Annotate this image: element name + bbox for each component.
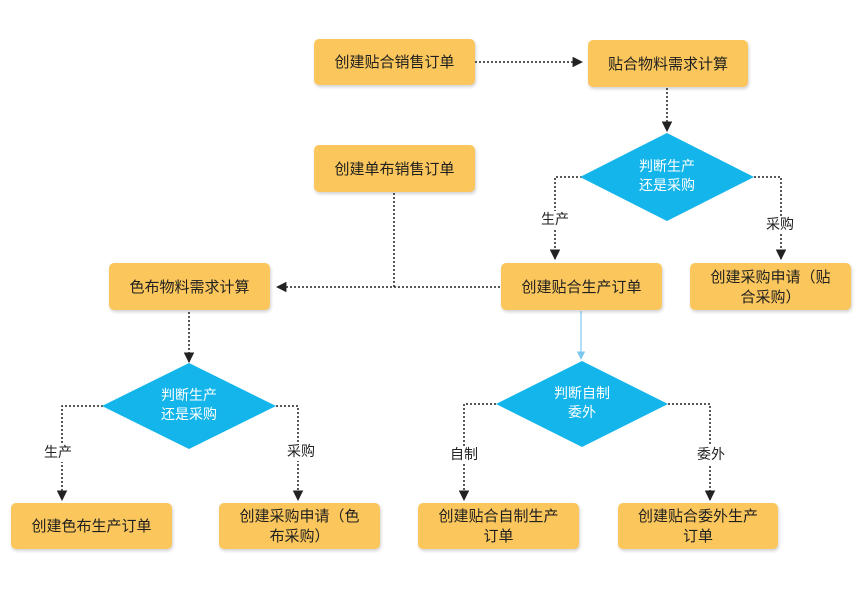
node-create-paste-outsource-production-order: 创建贴合委外生产 订单	[618, 503, 778, 549]
edge-label-outsource: 委外	[696, 446, 726, 464]
edge-label-produce-2: 生产	[43, 444, 73, 462]
edge-diamond2-purchase	[276, 405, 304, 502]
edge-diamond1-produce	[549, 176, 582, 261]
edge-label-produce-1: 生产	[540, 211, 570, 229]
node-create-paste-sales-order: 创建贴合销售订单	[314, 39, 475, 85]
node-paste-material-demand-calc: 贴合物料需求计算	[588, 40, 748, 87]
decision-diamond-self-or-outsource	[496, 361, 668, 447]
edge-label-purchase-2: 采购	[286, 443, 316, 461]
node-create-color-cloth-production-order: 创建色布生产订单	[11, 503, 172, 549]
decision-diamond-produce-or-purchase-1	[580, 133, 754, 221]
edge-label-self-made: 自制	[449, 446, 479, 464]
node-create-paste-production-order: 创建贴合生产订单	[501, 263, 662, 310]
node-create-single-cloth-sales-order: 创建单布销售订单	[314, 145, 475, 192]
node-create-paste-self-production-order: 创建贴合自制生产 订单	[418, 503, 579, 549]
edge-diamond2-produce	[56, 405, 103, 502]
decision-label-self-or-outsource: 判断自制 委外	[554, 386, 610, 421]
decision-diamond-produce-or-purchase-2	[102, 363, 276, 449]
edge-label-purchase-1: 采购	[765, 216, 795, 234]
decision-label-produce-or-purchase-2: 判断生产 还是采购	[161, 388, 217, 423]
node-color-cloth-material-demand-calc: 色布物料需求计算	[109, 263, 270, 310]
node-create-purchase-request-paste: 创建采购申请（贴 合采购）	[690, 263, 851, 310]
edge-diamond3-outsource	[668, 403, 716, 502]
decision-label-produce-or-purchase-1: 判断生产 还是采购	[639, 159, 695, 194]
node-create-purchase-request-color: 创建采购申请（色 布采购）	[219, 503, 380, 549]
edge-diamond3-self	[458, 403, 496, 502]
